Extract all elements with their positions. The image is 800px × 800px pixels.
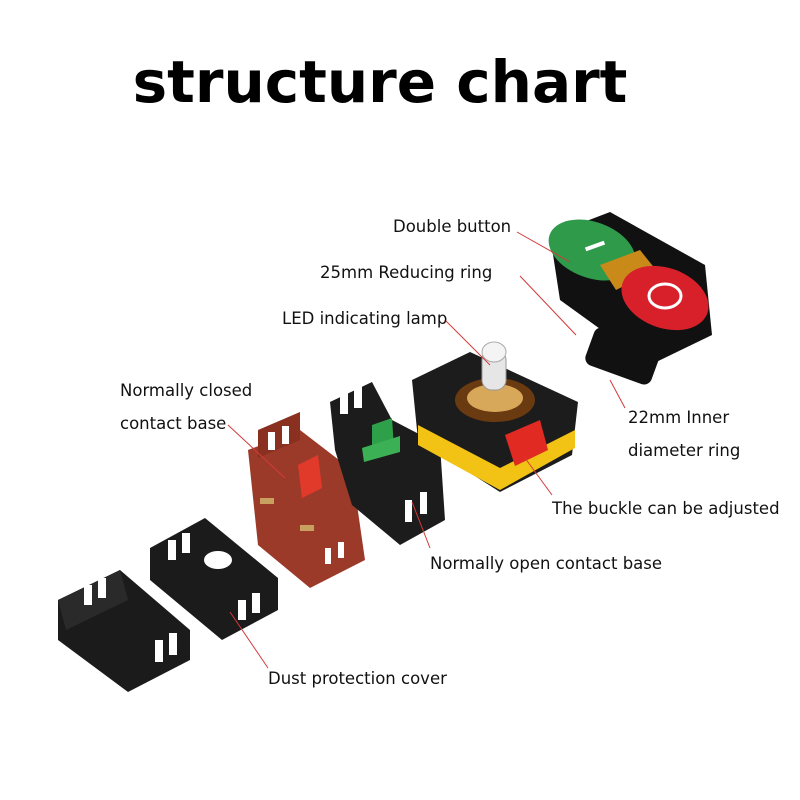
dust-cover-back [150,518,278,640]
leader-led-lamp [444,319,491,366]
page-title: structure chart [132,48,628,116]
leader-double-button [516,231,571,263]
leader-buckle [524,457,553,496]
dust-cover-front [58,570,190,692]
label-no-base: Normally open contact base [430,554,663,573]
leader-inner-ring [609,379,626,409]
nc-contact-base [248,412,365,588]
label-double-button: Double button [393,217,512,236]
leader-nc-base [227,424,286,479]
leader-no-base [411,501,431,549]
double-button-head [548,212,712,385]
label-led-lamp: LED indicating lamp [282,309,448,328]
label-inner-ring-line2: diameter ring [628,441,741,460]
leader-dust-cover [229,611,269,669]
leader-reducing-ring [519,275,577,336]
lamp-holder [412,341,578,492]
label-reducing-ring: 25mm Reducing ring [320,263,493,282]
leader-lines [227,231,626,669]
label-nc-base-line1: Normally closed [120,381,253,400]
no-contact-base [330,382,445,545]
label-nc-base-line2: contact base [120,414,227,433]
label-buckle: The buckle can be adjusted [552,499,780,518]
label-dust-cover: Dust protection cover [268,669,447,688]
label-inner-ring-line1: 22mm Inner [628,408,730,427]
